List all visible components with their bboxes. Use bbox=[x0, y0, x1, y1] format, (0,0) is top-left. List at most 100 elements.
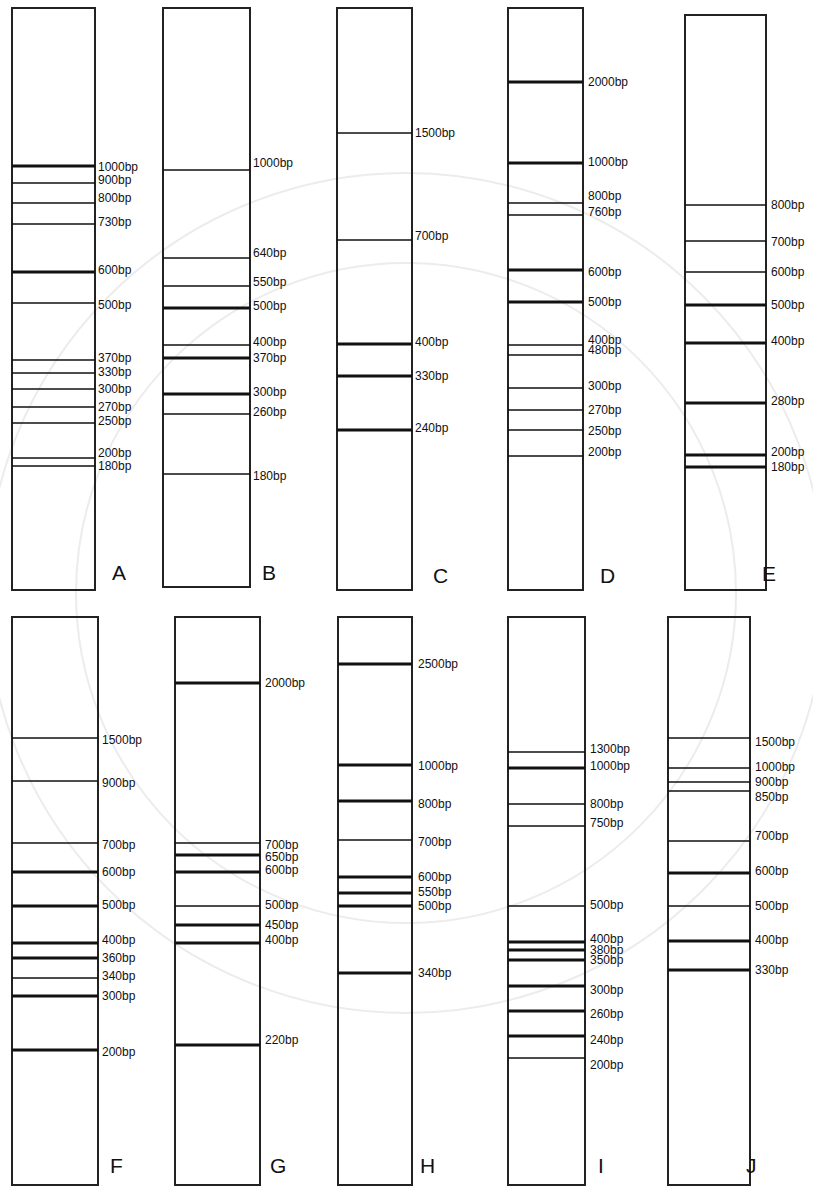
lane-outline bbox=[338, 617, 412, 1185]
dna-band bbox=[12, 388, 95, 389]
dna-band bbox=[12, 165, 95, 168]
band-size: 500bp bbox=[253, 300, 286, 312]
lane-letter: H bbox=[420, 1155, 435, 1176]
lane-letter: J bbox=[746, 1155, 757, 1176]
band-size: 640bp bbox=[253, 247, 286, 259]
band-size: 200bp bbox=[588, 446, 621, 458]
band-size: 1000bp bbox=[418, 760, 458, 772]
band-size: 270bp bbox=[98, 401, 131, 413]
dna-band bbox=[12, 1049, 98, 1052]
dna-band bbox=[668, 790, 750, 791]
dna-band bbox=[12, 372, 95, 373]
band-size: 850bp bbox=[755, 791, 788, 803]
dna-band bbox=[508, 1010, 585, 1013]
band-size: 1500bp bbox=[102, 734, 142, 746]
band-size: 260bp bbox=[253, 406, 286, 418]
dna-band bbox=[685, 454, 766, 457]
dna-band bbox=[685, 271, 766, 272]
band-size: 1000bp bbox=[590, 760, 630, 772]
band-size: 330bp bbox=[415, 370, 448, 382]
dna-band bbox=[12, 842, 98, 843]
lane-letter: G bbox=[270, 1155, 286, 1176]
dna-band bbox=[12, 359, 95, 360]
lane-letter: B bbox=[262, 562, 276, 583]
band-size: 500bp bbox=[102, 899, 135, 911]
band-size: 650bp bbox=[265, 851, 298, 863]
dna-band bbox=[163, 257, 250, 258]
band-size: 2000bp bbox=[588, 76, 628, 88]
band-size: 1000bp bbox=[755, 761, 795, 773]
band-size: 400bp bbox=[771, 335, 804, 347]
band-size: 200bp bbox=[98, 447, 131, 459]
dna-band bbox=[338, 663, 412, 666]
dna-band bbox=[508, 905, 585, 906]
dna-band bbox=[12, 977, 98, 978]
dna-band bbox=[508, 269, 583, 272]
dna-band bbox=[508, 214, 583, 215]
band-size: 500bp bbox=[755, 900, 788, 912]
dna-band bbox=[338, 764, 412, 767]
band-size: 730bp bbox=[98, 216, 131, 228]
dna-band bbox=[508, 455, 583, 456]
dna-band bbox=[175, 871, 260, 874]
dna-band bbox=[508, 387, 583, 388]
band-size: 180bp bbox=[253, 470, 286, 482]
dna-band bbox=[338, 905, 412, 908]
dna-band bbox=[175, 682, 260, 685]
dna-band bbox=[685, 402, 766, 405]
band-size: 400bp bbox=[755, 934, 788, 946]
lane-letter: E bbox=[762, 563, 776, 584]
dna-band bbox=[668, 940, 750, 943]
dna-band bbox=[685, 342, 766, 345]
band-size: 340bp bbox=[418, 967, 451, 979]
band-size: 600bp bbox=[102, 866, 135, 878]
dna-band bbox=[337, 239, 412, 240]
band-size: 800bp bbox=[588, 190, 621, 202]
band-size: 180bp bbox=[771, 461, 804, 473]
dna-band bbox=[508, 202, 583, 203]
dna-band bbox=[508, 409, 583, 410]
dna-band bbox=[12, 302, 95, 303]
dna-band bbox=[163, 285, 250, 286]
band-size: 500bp bbox=[265, 899, 298, 911]
dna-band bbox=[12, 942, 98, 945]
band-size: 500bp bbox=[98, 299, 131, 311]
lane-letter: A bbox=[112, 562, 126, 583]
dna-band bbox=[337, 343, 412, 346]
lane-outline bbox=[12, 617, 98, 1185]
band-size: 200bp bbox=[771, 446, 804, 458]
dna-band bbox=[508, 751, 585, 752]
dna-band bbox=[508, 354, 583, 355]
dna-band bbox=[508, 429, 583, 430]
dna-band bbox=[337, 375, 412, 378]
dna-band bbox=[668, 905, 750, 906]
lane-letter: F bbox=[110, 1155, 123, 1176]
band-size: 1300bp bbox=[590, 743, 630, 755]
dna-band bbox=[12, 465, 95, 466]
band-size: 270bp bbox=[588, 404, 621, 416]
band-size: 760bp bbox=[588, 206, 621, 218]
band-size: 600bp bbox=[98, 264, 131, 276]
band-size: 750bp bbox=[590, 817, 623, 829]
band-size: 1000bp bbox=[588, 156, 628, 168]
dna-band bbox=[508, 344, 583, 345]
dna-band bbox=[175, 924, 260, 927]
band-size: 1500bp bbox=[415, 127, 455, 139]
band-size: 900bp bbox=[102, 777, 135, 789]
band-size: 700bp bbox=[771, 236, 804, 248]
lane-outline bbox=[685, 15, 766, 590]
band-size: 330bp bbox=[755, 964, 788, 976]
band-size: 700bp bbox=[415, 230, 448, 242]
band-size: 550bp bbox=[253, 276, 286, 288]
dna-band bbox=[175, 1044, 260, 1047]
gel-lanes bbox=[12, 8, 766, 1185]
band-size: 1500bp bbox=[755, 736, 795, 748]
lane-letter: C bbox=[433, 565, 448, 586]
band-size: 250bp bbox=[98, 415, 131, 427]
band-size: 200bp bbox=[102, 1046, 135, 1058]
dna-band bbox=[337, 132, 412, 133]
dna-band bbox=[163, 413, 250, 414]
dna-band bbox=[163, 169, 250, 170]
dna-band bbox=[685, 204, 766, 205]
